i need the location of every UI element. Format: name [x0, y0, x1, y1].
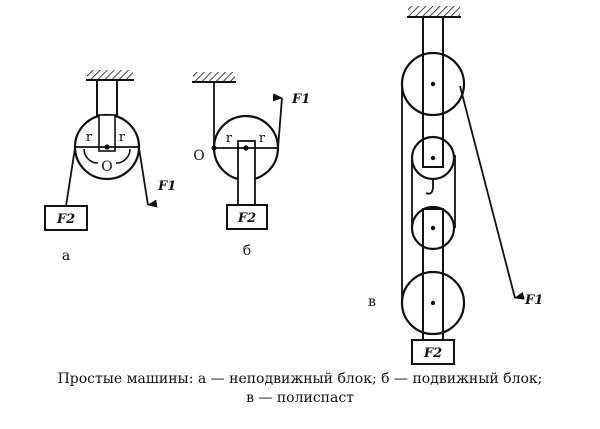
- label-o-b: O: [193, 148, 204, 164]
- ceiling-hatch-a: [87, 70, 133, 79]
- label-r-right-b: r: [259, 131, 266, 146]
- label-f2-v: F2: [423, 346, 442, 361]
- load-box-a: [44, 205, 88, 231]
- pulley-lower-large-v: [400, 270, 466, 336]
- label-fig-b: б: [243, 243, 251, 259]
- caption-line-2: в — полиспаст: [246, 390, 354, 406]
- hook-v: [425, 178, 434, 195]
- ceiling-hatch-v: [408, 6, 460, 16]
- label-r-right-a: r: [119, 130, 126, 145]
- rope-pull-v: [459, 85, 525, 300]
- hub-arc-left-a: [83, 148, 99, 164]
- axis-upper-small-v: [430, 155, 436, 161]
- contact-point-b: [211, 145, 217, 151]
- axis-lower-large-v: [430, 300, 436, 306]
- load-box-v: [411, 339, 455, 365]
- axis-upper-large-v: [430, 81, 436, 87]
- axis-point-b: [243, 145, 249, 151]
- figure-caption: Простые машины: а — неподвижный блок; б …: [0, 370, 600, 408]
- figure-a-fixed-pulley: F2 F1 r r O а: [44, 70, 176, 264]
- pulley-lower-small-v: [410, 205, 456, 251]
- label-f2-a: F2: [56, 212, 75, 227]
- label-o-a: O: [101, 159, 112, 175]
- label-r-left-b: r: [226, 131, 233, 146]
- figure-v-block-and-tackle: F2 F1 в: [368, 6, 543, 365]
- label-f1-b: F1: [291, 92, 310, 107]
- load-box-b: [226, 204, 268, 230]
- label-r-left-a: r: [86, 130, 93, 145]
- rope-right-b: [272, 93, 283, 149]
- axle-bracket-a: [98, 114, 116, 152]
- caption-line-1: Простые машины: а — неподвижный блок; б …: [57, 371, 543, 387]
- pulley-upper-large-v: [400, 51, 466, 117]
- figure-b-movable-pulley: F2 F1 r r O б: [192, 72, 310, 259]
- label-fig-a: а: [62, 248, 70, 264]
- upper-rod-v: [422, 16, 444, 168]
- rope-left-a: [65, 147, 76, 207]
- hanger-bracket-b: [237, 140, 256, 206]
- label-f1-v: F1: [524, 293, 543, 308]
- ceiling-hatch-b: [193, 72, 235, 81]
- axis-point-a: [104, 144, 110, 150]
- hub-arc-right-a: [115, 148, 131, 164]
- rope-right-a: [138, 147, 158, 208]
- label-f2-b: F2: [237, 211, 256, 226]
- axis-lower-small-v: [430, 225, 436, 231]
- label-f1-a: F1: [157, 179, 176, 194]
- label-fig-v: в: [368, 294, 376, 310]
